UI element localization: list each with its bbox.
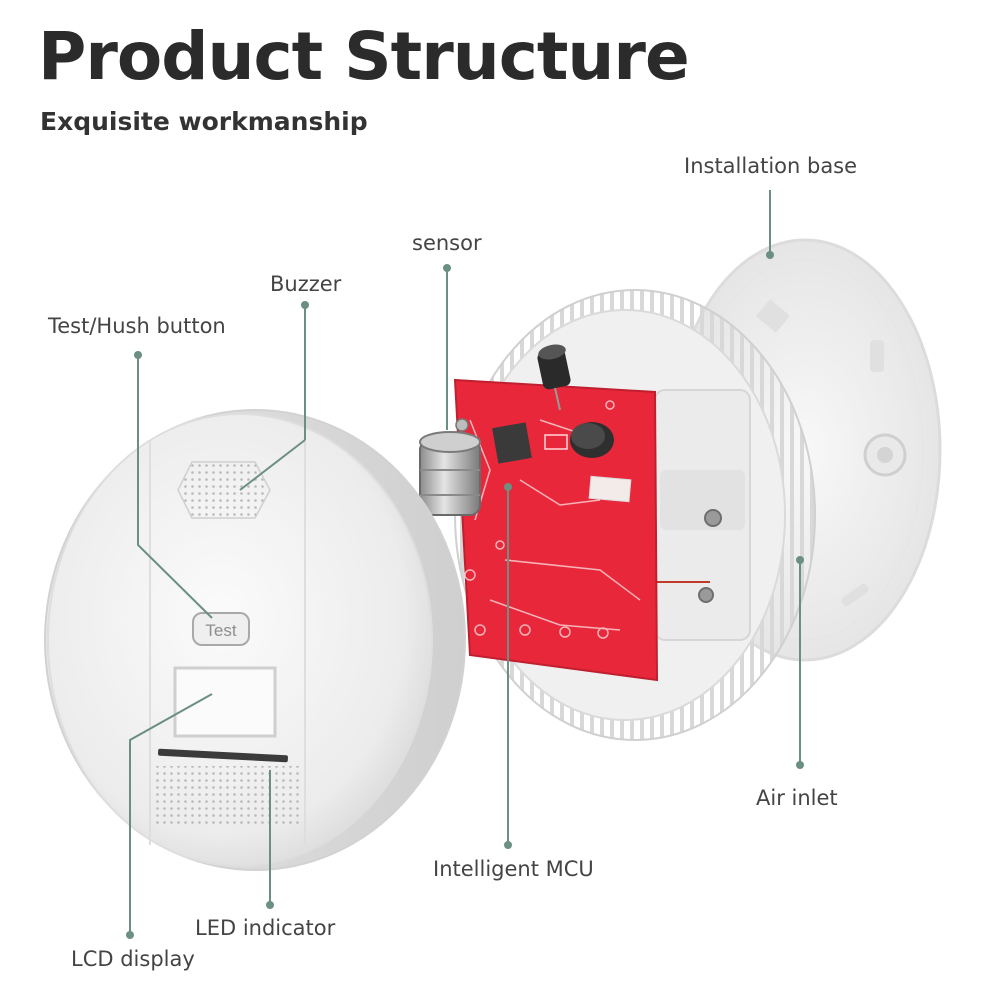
test-hush-button[interactable] [192, 612, 250, 646]
label-installation-base: Installation base [684, 154, 858, 178]
label-intelligent-mcu: Intelligent MCU [433, 857, 594, 881]
pcb-board [419, 344, 659, 682]
leader-lcd-display [129, 693, 213, 935]
lcd-display [173, 666, 277, 738]
test-button-label: Test [205, 621, 236, 640]
page-title: Product Structure [38, 18, 690, 95]
capacitor-2 [570, 422, 614, 458]
leader-lines [129, 190, 801, 935]
housing-screw [704, 509, 722, 527]
led-indicator [157, 748, 288, 763]
lower-grille [152, 766, 300, 826]
capacitor [537, 344, 571, 411]
buzzer-grille [177, 461, 271, 519]
label-sensor: sensor [412, 231, 482, 255]
leader-test-hush-button [137, 355, 213, 619]
label-led-indicator: LED indicator [195, 916, 336, 940]
gas-sensor [419, 418, 481, 516]
label-air-inlet: Air inlet [756, 786, 838, 810]
label-buzzer: Buzzer [270, 272, 342, 296]
label-lcd-display: LCD display [71, 947, 195, 971]
front-cover: Test [44, 409, 466, 871]
mcu-chip [492, 422, 532, 464]
leader-dots [126, 251, 804, 939]
leader-buzzer-diagonal [239, 439, 306, 491]
label-test-hush-button: Test/Hush button [48, 314, 226, 338]
page-subtitle: Exquisite workmanship [40, 107, 368, 136]
